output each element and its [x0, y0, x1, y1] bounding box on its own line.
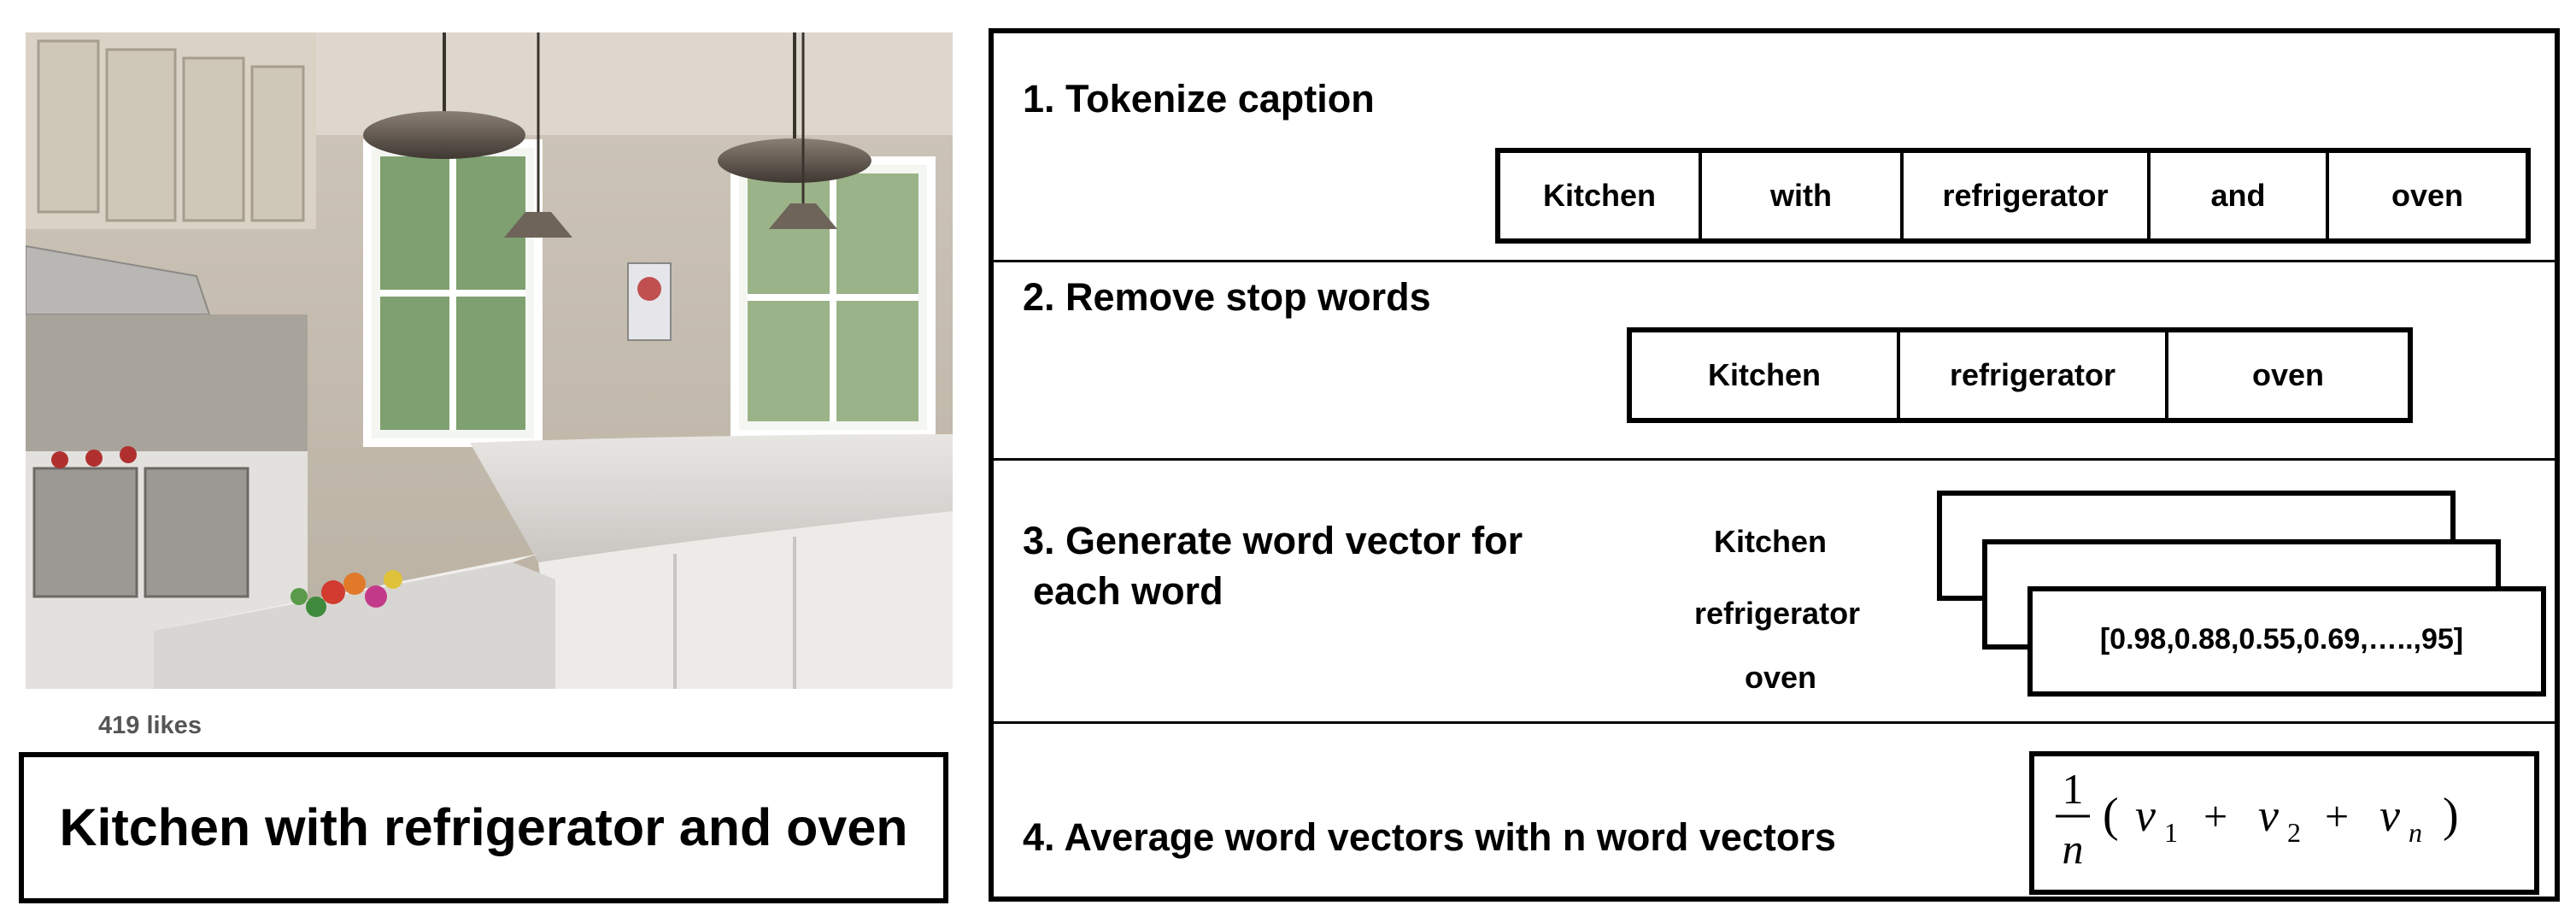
formula-numerator: 1: [2063, 765, 2084, 813]
word-kitchen: Kitchen: [1714, 524, 1828, 559]
formula-open-paren: (: [2103, 789, 2119, 842]
step3-title-line1: 3. Generate word vector for: [1023, 519, 1523, 562]
token-oven: oven: [2251, 357, 2325, 392]
step2-title: 2. Remove stop words: [1023, 275, 1431, 319]
formula-v2: v: [2258, 790, 2279, 841]
step4-title: 4. Average word vectors with n word vect…: [1023, 815, 1836, 859]
formula-sub2: 2: [2287, 817, 2301, 848]
formula-denominator: n: [2063, 825, 2084, 873]
token-kitchen: Kitchen: [1632, 332, 1900, 418]
token-kitchen: Kitchen: [1500, 153, 1702, 238]
average-formula: 1 n ( v 1 + v 2 + v n ): [2056, 765, 2459, 873]
formula-plus-1: +: [2203, 792, 2227, 840]
caption-box: Kitchen with refrigerator and oven: [19, 752, 948, 903]
caption-text: Kitchen with refrigerator and oven: [59, 798, 908, 857]
token-oven: oven: [2391, 178, 2464, 213]
step3-title-line2: each word: [1033, 568, 1223, 613]
step1-title: 1. Tokenize caption: [1023, 77, 1375, 121]
formula-close-paren: ): [2443, 789, 2459, 842]
step-divider-2: [994, 458, 2555, 461]
step3-title: 3. Generate word vector for each word: [1023, 516, 1523, 616]
token-refrigerator: refrigerator: [1904, 153, 2151, 238]
formula-vn: v: [2379, 790, 2400, 841]
kitchen-photo: [26, 32, 953, 689]
word-refrigerator: refrigerator: [1694, 596, 1861, 631]
likes-count: 419 likes: [98, 712, 202, 739]
step2-token-row: Kitchen refrigerator oven: [1627, 327, 2413, 423]
formula-sub1: 1: [2164, 817, 2178, 848]
pipeline-panel: 1. Tokenize caption Kitchen with refrige…: [989, 28, 2560, 902]
formula-subn: n: [2409, 817, 2422, 848]
word-vector-value: [0.98,0.88,0.55,0.69,…..,95]: [2099, 623, 2464, 656]
word-oven: oven: [1745, 660, 1817, 695]
formula-plus-2: +: [2325, 792, 2349, 840]
step-divider-3: [994, 721, 2555, 724]
formula-v1: v: [2135, 790, 2156, 841]
token-and: and: [2151, 153, 2329, 238]
vector-card-front: [2027, 586, 2546, 697]
step1-token-row: Kitchen with refrigerator and oven: [1495, 148, 2531, 244]
average-formula-box: 1 n ( v 1 + v 2 + v n ): [2029, 751, 2539, 895]
token-refrigerator: refrigerator: [1900, 332, 2168, 418]
step-divider-1: [994, 260, 2555, 262]
token-with: with: [1702, 153, 1904, 238]
